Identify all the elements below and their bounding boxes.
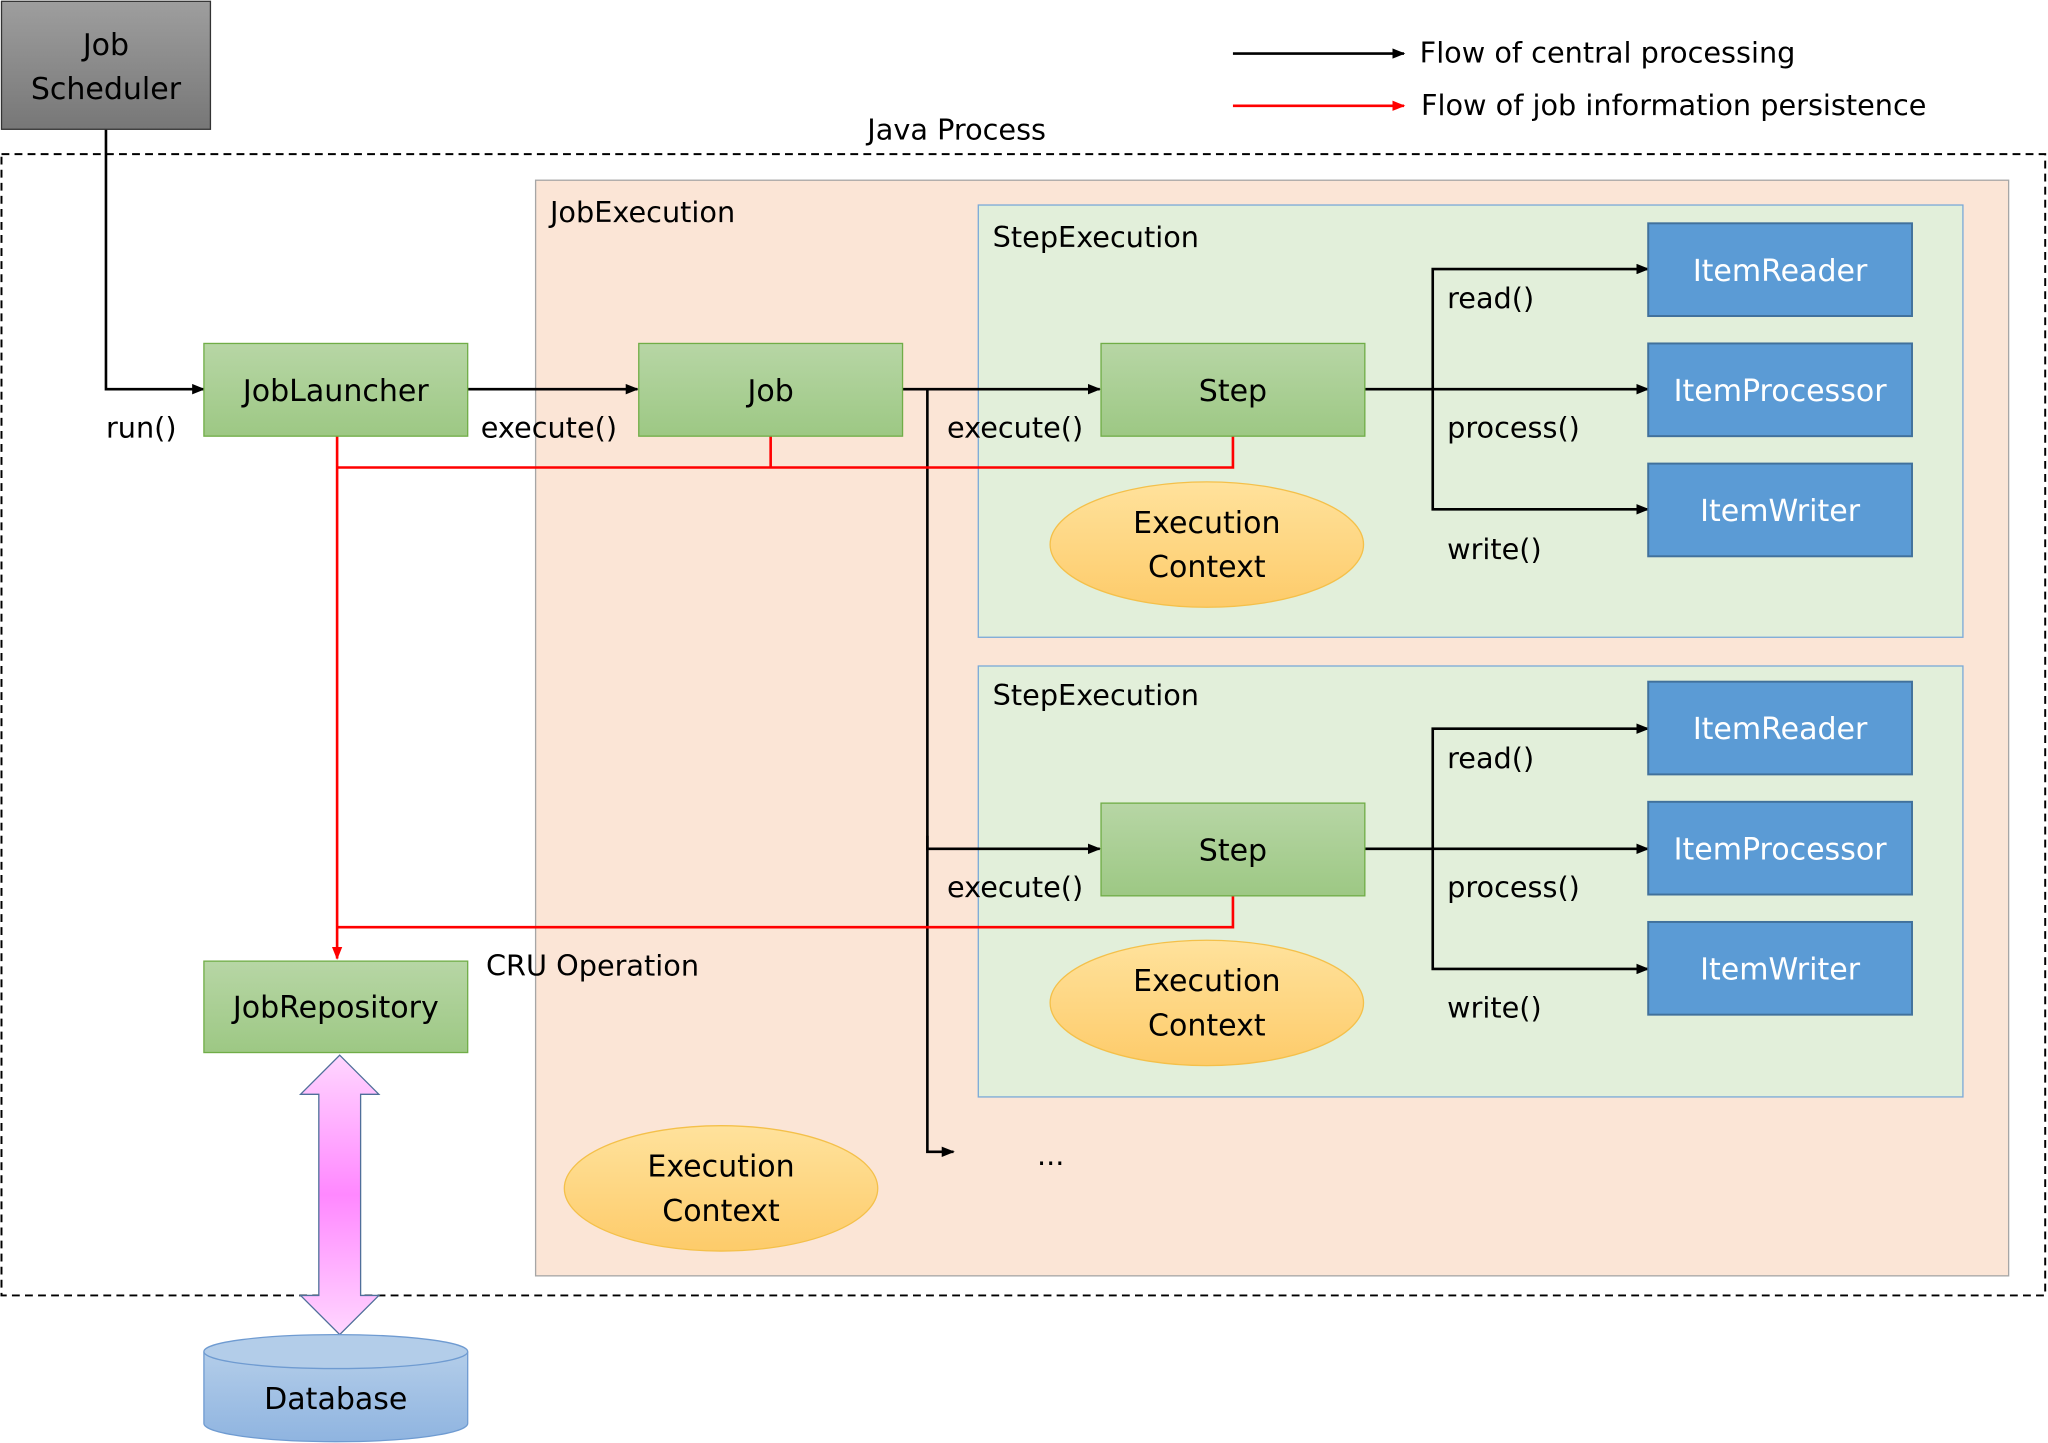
execution-context-label-3a: Execution	[647, 1150, 794, 1185]
run-arrow	[104, 129, 206, 395]
job-launcher-node: JobLauncher	[203, 342, 469, 437]
step-execution-label-1: StepExecution	[993, 220, 1199, 254]
read-arrow-2	[1431, 723, 1650, 849]
step-node-2: Step	[1100, 802, 1366, 897]
execute-more-steps-arrow	[926, 835, 955, 1158]
process-label-2: process()	[1447, 870, 1580, 904]
persistence-flow-lines	[331, 436, 1235, 960]
execution-context-label-3b: Context	[662, 1194, 780, 1229]
job-scheduler-label-1: Job	[81, 28, 129, 63]
execution-context-label-2b: Context	[1148, 1009, 1266, 1044]
write-arrow-1	[1431, 389, 1650, 515]
java-process-boundary	[0, 153, 2047, 1297]
legend: Flow of central processing Flow of job i…	[1232, 36, 1926, 122]
run-label: run()	[106, 410, 177, 444]
write-label-1: write()	[1447, 532, 1542, 566]
cru-double-arrow-icon	[298, 1054, 381, 1336]
step-label-1: Step	[1199, 374, 1267, 409]
item-reader-label-1: ItemReader	[1693, 254, 1868, 289]
job-repository-node: JobRepository	[203, 960, 469, 1054]
java-process-label: Java Process	[865, 113, 1046, 147]
item-writer-label-1: ItemWriter	[1700, 494, 1861, 529]
item-reader-node-1: ItemReader	[1647, 222, 1913, 318]
job-scheduler-label-2: Scheduler	[31, 72, 182, 107]
job-execution-label: JobExecution	[548, 195, 735, 229]
process-label-1: process()	[1447, 410, 1580, 444]
persist-step-1-line	[337, 436, 1235, 469]
execution-context-step-1: Execution Context	[1049, 481, 1365, 608]
job-label: Job	[746, 374, 794, 409]
execution-context-label-2a: Execution	[1133, 964, 1280, 999]
item-processor-node-1: ItemProcessor	[1647, 342, 1913, 438]
persist-step-2-line	[337, 895, 1235, 929]
item-processor-label-1: ItemProcessor	[1674, 374, 1888, 409]
read-arrow-1	[1431, 263, 1650, 390]
execution-context-step-2: Execution Context	[1049, 939, 1365, 1067]
step-execution-label-2: StepExecution	[993, 678, 1199, 712]
execute-label-step-1: execute()	[947, 410, 1083, 444]
database-label: Database	[264, 1382, 407, 1417]
item-processor-label-2: ItemProcessor	[1674, 832, 1888, 867]
step-node-1: Step	[1100, 342, 1366, 437]
item-reader-label-2: ItemReader	[1693, 712, 1868, 747]
job-node: Job	[638, 342, 904, 437]
execution-context-label-1a: Execution	[1133, 506, 1280, 541]
legend-central-label: Flow of central processing	[1420, 36, 1796, 70]
execute-label-step-2: execute()	[947, 870, 1083, 904]
job-launcher-label: JobLauncher	[241, 374, 429, 409]
write-arrow-2	[1431, 848, 1650, 975]
write-label-2: write()	[1447, 990, 1542, 1024]
execute-label-job: execute()	[481, 410, 617, 444]
item-writer-label-2: ItemWriter	[1700, 952, 1861, 987]
step-label-2: Step	[1199, 834, 1267, 869]
item-writer-node-2: ItemWriter	[1647, 920, 1913, 1016]
cru-operation-label: CRU Operation	[486, 948, 699, 982]
execution-context-label-1b: Context	[1148, 550, 1266, 585]
job-scheduler-node: Job Scheduler	[0, 0, 212, 130]
item-reader-node-2: ItemReader	[1647, 680, 1913, 776]
database-node: Database	[203, 1333, 469, 1443]
read-label-1: read()	[1447, 281, 1534, 315]
execution-context-job: Execution Context	[563, 1125, 879, 1252]
item-writer-node-1: ItemWriter	[1647, 462, 1913, 558]
central-flow-lines	[104, 129, 1650, 1158]
job-repository-label: JobRepository	[231, 990, 439, 1025]
more-steps-ellipsis: ...	[1037, 1138, 1064, 1172]
legend-persistence-label: Flow of job information persistence	[1421, 88, 1926, 122]
item-processor-node-2: ItemProcessor	[1647, 800, 1913, 896]
read-label-2: read()	[1447, 741, 1534, 775]
